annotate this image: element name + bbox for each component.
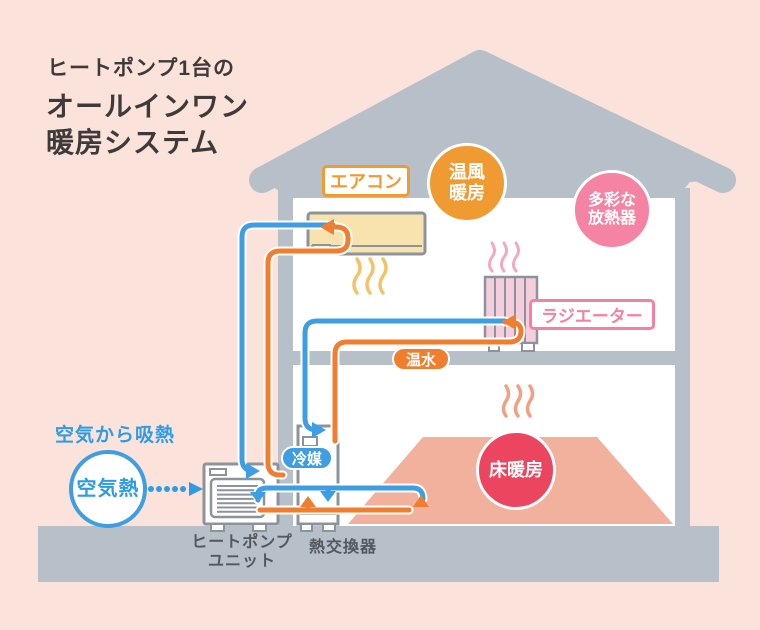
left-wall xyxy=(278,188,293,526)
roof xyxy=(249,50,736,193)
various-radiators-line1: 多彩な xyxy=(587,191,636,209)
heat-pump-unit-label-line2: ユニット xyxy=(207,553,276,571)
flow-arrow-up-exchanger xyxy=(300,496,316,507)
floor-heating-text: 床暖房 xyxy=(489,459,543,480)
title-line-3: 暖房システム xyxy=(46,127,220,158)
floor-heat-waves xyxy=(501,384,535,418)
air-heat-badge: 空気熱 xyxy=(69,450,147,528)
flow-arrow-into-aircon xyxy=(320,219,334,235)
title-line-2: オールインワン xyxy=(46,91,250,122)
floor-heating-badge: 床暖房 xyxy=(476,430,556,510)
dotted-air-arrow xyxy=(148,482,203,496)
flow-arrows xyxy=(246,219,516,507)
aircon-heat-waves xyxy=(352,257,388,295)
flow-arrow-down-mid xyxy=(320,491,336,502)
air-heat-text: 空気熱 xyxy=(76,477,140,500)
heat-exchanger-label: 熱交換器 xyxy=(309,539,378,556)
heat-waves xyxy=(352,241,535,418)
orange-pipes xyxy=(257,224,524,513)
right-wall xyxy=(675,188,690,526)
various-radiators-line2: 放熱器 xyxy=(587,210,636,227)
hot-water-badge: 温水 xyxy=(392,347,450,371)
heat-pump-unit-label: ヒートポンプ ユニット xyxy=(184,533,300,571)
flow-arrow-into-radiator xyxy=(502,314,516,330)
flow-arrow-into-exchanger-top xyxy=(312,422,326,438)
title-line-1: ヒートポンプ1台の xyxy=(47,57,236,80)
absorb-heat-label: 空気から吸熱 xyxy=(55,425,176,446)
flow-arrow-up-floor xyxy=(413,495,429,507)
various-radiators-badge: 多彩な 放熱器 xyxy=(572,170,652,250)
warm-air-line1: 温風 xyxy=(449,162,485,183)
warm-air-badge: 温風 暖房 xyxy=(427,143,507,223)
flow-arrow-down-left xyxy=(250,492,266,503)
flow-arrow-into-heatpump xyxy=(246,463,260,479)
floor-slab xyxy=(293,351,675,365)
heat-pump-unit-label-line1: ヒートポンプ xyxy=(191,534,293,551)
refrigerant-badge: 冷媒 xyxy=(281,446,333,470)
radiator-heat-waves xyxy=(488,241,520,273)
ground xyxy=(38,526,719,582)
aircon-label: エアコン xyxy=(322,165,410,197)
warm-air-line2: 暖房 xyxy=(449,183,485,203)
radiator-label: ラジエーター xyxy=(529,299,655,330)
